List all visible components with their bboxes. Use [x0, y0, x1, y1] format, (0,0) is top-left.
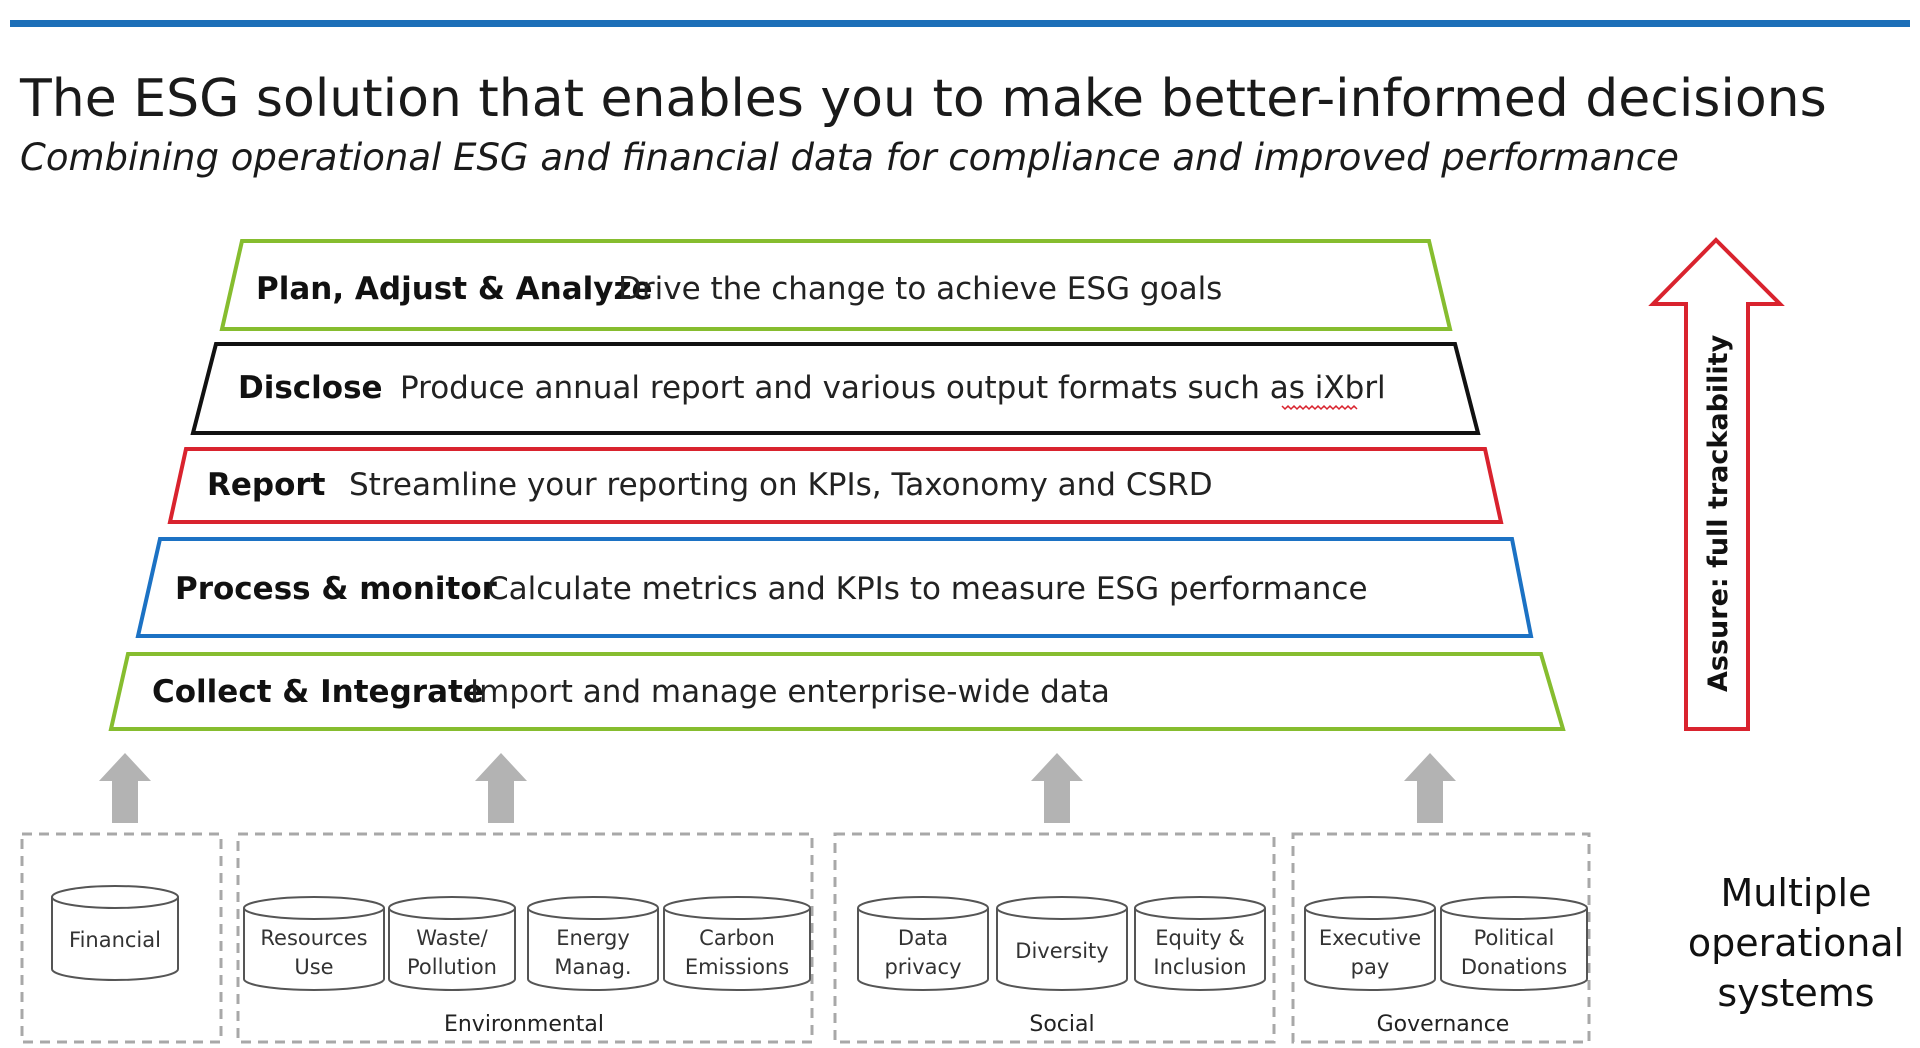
- db-energy-body: [527, 908, 659, 991]
- up-arrow-environmental: [475, 753, 527, 823]
- group-label-environmental: Environmental: [444, 1012, 604, 1037]
- db-waste-top: [388, 896, 516, 920]
- db-label-political-1: Political: [1474, 926, 1555, 950]
- db-resources-top: [243, 896, 385, 920]
- layer-process-title: Process & monitor: [175, 571, 498, 607]
- layer-disclose: Disclose Produce annual report and vario…: [190, 342, 1481, 435]
- db-label-waste-1: Waste/: [416, 926, 488, 950]
- db-financial: [51, 885, 179, 981]
- assure-arrow: Assure: full trackability: [1648, 237, 1785, 731]
- db-privacy-body: [857, 908, 989, 991]
- db-diversity: [996, 896, 1128, 991]
- db-equity-top: [1134, 896, 1266, 920]
- side-note-line-2: operational: [1688, 921, 1904, 965]
- db-financial-body: [51, 897, 179, 981]
- group-labels: Environmental Social Governance: [444, 1012, 1509, 1037]
- db-carbon-emissions: [663, 896, 811, 991]
- layer-plan-adjust-analyze: Plan, Adjust & Analyze Drive the change …: [219, 239, 1453, 331]
- db-political-body: [1440, 908, 1588, 991]
- db-resources-use: [243, 896, 385, 991]
- group-social-box: [833, 832, 1276, 1044]
- db-equity-body: [1134, 908, 1266, 991]
- up-arrow-financial: [99, 753, 151, 823]
- side-note-line-3: systems: [1717, 971, 1874, 1015]
- db-diversity-body: [996, 908, 1128, 991]
- db-label-energy-1: Energy: [556, 926, 630, 950]
- layer-collect-title: Collect & Integrate: [152, 674, 484, 710]
- db-label-equity-1: Equity &: [1155, 926, 1244, 950]
- side-note: Multiple operational systems: [1688, 871, 1904, 1015]
- db-executive-pay: [1304, 896, 1436, 991]
- layer-disclose-title: Disclose: [238, 370, 383, 406]
- page-title: The ESG solution that enables you to mak…: [19, 69, 1827, 129]
- layer-collect-shape: [108, 652, 1566, 731]
- db-label-privacy-1: Data: [898, 926, 948, 950]
- db-label-financial: Financial: [69, 928, 161, 952]
- db-label-waste-2: Pollution: [407, 955, 497, 979]
- layer-plan-shape: [219, 239, 1453, 331]
- db-exec-top: [1304, 896, 1436, 920]
- db-resources-body: [243, 908, 385, 991]
- db-equity-inclusion: [1134, 896, 1266, 991]
- group-governance-box: [1291, 832, 1591, 1044]
- db-privacy-top: [857, 896, 989, 920]
- db-label-energy-2: Manag.: [554, 955, 631, 979]
- spellcheck-squiggle: [1281, 404, 1358, 411]
- assure-label: Assure: full trackability: [1703, 334, 1734, 692]
- db-exec-body: [1304, 908, 1436, 991]
- layer-report-title: Report: [207, 467, 326, 503]
- db-waste-pollution: [388, 896, 516, 991]
- layer-report-description: Streamline your reporting on KPIs, Taxon…: [349, 467, 1213, 503]
- db-political-top: [1440, 896, 1588, 920]
- pyramid: Plan, Adjust & Analyze Drive the change …: [108, 239, 1566, 731]
- layer-process-shape: [135, 537, 1534, 638]
- layer-collect-integrate: Collect & Integrate Import and manage en…: [108, 652, 1566, 731]
- layer-disclose-description: Produce annual report and various output…: [400, 370, 1386, 406]
- db-label-carbon-1: Carbon: [699, 926, 775, 950]
- layer-process-description: Calculate metrics and KPIs to measure ES…: [487, 571, 1368, 607]
- db-label-resources-1: Resources: [260, 926, 367, 950]
- source-groups: [20, 832, 1591, 1044]
- layer-process-monitor: Process & monitor Calculate metrics and …: [135, 537, 1534, 638]
- assure-arrow-shape: [1648, 237, 1785, 731]
- layer-collect-description: Import and manage enterprise-wide data: [470, 674, 1110, 710]
- group-label-social: Social: [1029, 1012, 1094, 1037]
- db-energy-manag: [527, 896, 659, 991]
- layer-report-shape: [167, 447, 1504, 524]
- db-financial-top: [51, 885, 179, 909]
- db-label-carbon-2: Emissions: [685, 955, 789, 979]
- up-arrows: [99, 753, 1456, 823]
- layer-plan-title: Plan, Adjust & Analyze: [256, 271, 653, 307]
- layer-report: Report Streamline your reporting on KPIs…: [167, 447, 1504, 524]
- layer-disclose-shape: [190, 342, 1481, 435]
- db-carbon-top: [663, 896, 811, 920]
- db-energy-top: [527, 896, 659, 920]
- db-label-exec-1: Executive: [1319, 926, 1421, 950]
- db-label-privacy-2: privacy: [884, 955, 961, 979]
- group-label-governance: Governance: [1377, 1012, 1510, 1037]
- db-data-privacy: [857, 896, 989, 991]
- db-label-exec-2: pay: [1351, 955, 1390, 979]
- side-note-line-1: Multiple: [1721, 871, 1872, 915]
- db-waste-body: [388, 908, 516, 991]
- layer-plan-description: Drive the change to achieve ESG goals: [618, 271, 1222, 307]
- db-political-donations: [1440, 896, 1588, 991]
- db-carbon-body: [663, 908, 811, 991]
- top-rule: [10, 20, 1910, 27]
- up-arrow-social: [1031, 753, 1083, 823]
- db-label-resources-2: Use: [294, 955, 333, 979]
- db-label-equity-2: Inclusion: [1153, 955, 1246, 979]
- db-label-diversity: Diversity: [1015, 939, 1108, 963]
- db-diversity-top: [996, 896, 1128, 920]
- database-labels: Financial Resources Use Waste/ Pollution…: [69, 926, 1567, 979]
- page-subtitle: Combining operational ESG and financial …: [20, 136, 1679, 179]
- db-label-political-2: Donations: [1461, 955, 1567, 979]
- up-arrow-governance: [1404, 753, 1456, 823]
- database-cylinders: [51, 885, 1588, 991]
